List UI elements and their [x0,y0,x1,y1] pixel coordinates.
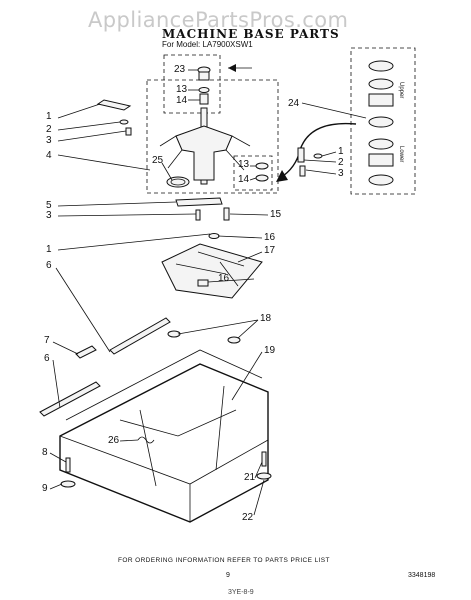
callout-15: 15 [270,209,282,220]
foot-part-22 [256,472,272,480]
strip-part-6 [109,317,171,355]
kit-seal-upper [368,116,394,128]
callout-6: 6 [46,260,52,271]
callout-14b: 14 [238,174,250,185]
page-title: MACHINE BASE PARTS [162,27,340,41]
callout-8: 8 [42,447,48,458]
kit-arrow [279,122,357,179]
transmission-housing [175,125,233,181]
strip-part-6b [39,381,101,417]
ring-inner-25 [170,178,186,186]
callout-1c: 1 [338,146,344,157]
kit-bearing-lower [368,153,394,167]
lower-label: Lower [398,146,404,163]
kit-washer-3 [368,138,394,150]
base-frame-braces [119,385,237,487]
kit-bearing-upper [368,93,394,107]
base-frame-top-rail [65,349,263,421]
callout-25: 25 [152,155,164,166]
callout-26: 26 [108,435,120,446]
kit-arrow-head [276,170,288,182]
ordering-note: FOR ORDERING INFORMATION REFER TO PARTS … [118,557,330,564]
callout-3c: 3 [338,168,344,179]
callout-24: 24 [288,98,300,109]
motor-mount-ribs [175,251,245,287]
kit-washer-1 [368,60,394,72]
clamp-part-1 [96,99,132,111]
callout-19: 19 [264,345,276,356]
base-frame-19 [59,363,269,523]
callout-22: 22 [242,512,254,523]
callout-1b: 1 [46,244,52,255]
seal-parts-box [233,155,273,191]
bolt-part-3 [125,127,132,136]
bushing-part-16b [197,279,209,287]
housing-legs [159,135,251,171]
callout-13: 13 [176,84,188,95]
upper-label: Upper [398,82,404,99]
callout-2c: 2 [338,157,344,168]
clip-part-1b [297,147,305,163]
callout-14: 14 [176,95,188,106]
base-frame-edges [59,435,269,522]
kit-seal-lower [368,174,394,186]
callout-13b: 13 [238,159,250,170]
callout-6b: 6 [44,353,50,364]
callout-5: 5 [46,200,52,211]
callout-3: 3 [46,135,52,146]
callout-18: 18 [260,313,272,324]
bushing-part-16a [208,233,220,239]
shaft-group-box [146,79,279,194]
washer-part-2 [119,119,129,125]
bracket-part-5 [175,197,223,207]
arrow-head [228,64,236,72]
watermark-text: AppliancePartsPros.com [88,8,349,32]
callout-16: 16 [264,232,276,243]
ring-part-25 [166,176,190,188]
kit-washer-2 [368,78,394,90]
callout-9: 9 [42,483,48,494]
model-line: For Model: LA7900XSW1 [162,40,253,49]
callout-21: 21 [244,472,256,483]
upper-assembly-box [163,54,221,114]
handwritten-note: 3YE-8-9 [228,589,254,596]
leader-lines [49,69,367,516]
callout-4: 4 [46,150,52,161]
callout-23: 23 [174,64,186,75]
part-code: 3348198 [408,572,436,579]
leg-part-21 [261,451,267,467]
foot-part-9 [60,480,76,488]
spring-part-26 [137,436,155,444]
bolt-part-3b [299,165,306,177]
callout-16b: 16 [218,273,230,284]
callout-1: 1 [46,111,52,122]
washer-part-2b [313,153,323,159]
seal-part-14 [199,93,209,105]
pad-part-18b [227,336,241,344]
callout-2: 2 [46,124,52,135]
seal-part-13 [198,87,210,93]
seal-part-14b [255,174,269,182]
callout-7: 7 [44,335,50,346]
seal-part-13b [255,162,269,170]
bearing-body-23 [198,71,210,81]
callout-3b: 3 [46,210,52,221]
pad-part-7 [75,345,97,359]
pin-part-15 [223,207,230,221]
leg-part-8 [65,457,71,473]
callout-17: 17 [264,245,276,256]
bolt-part-3c [195,209,201,221]
page-number: 9 [226,572,230,579]
bearing-kit-box [350,47,416,195]
